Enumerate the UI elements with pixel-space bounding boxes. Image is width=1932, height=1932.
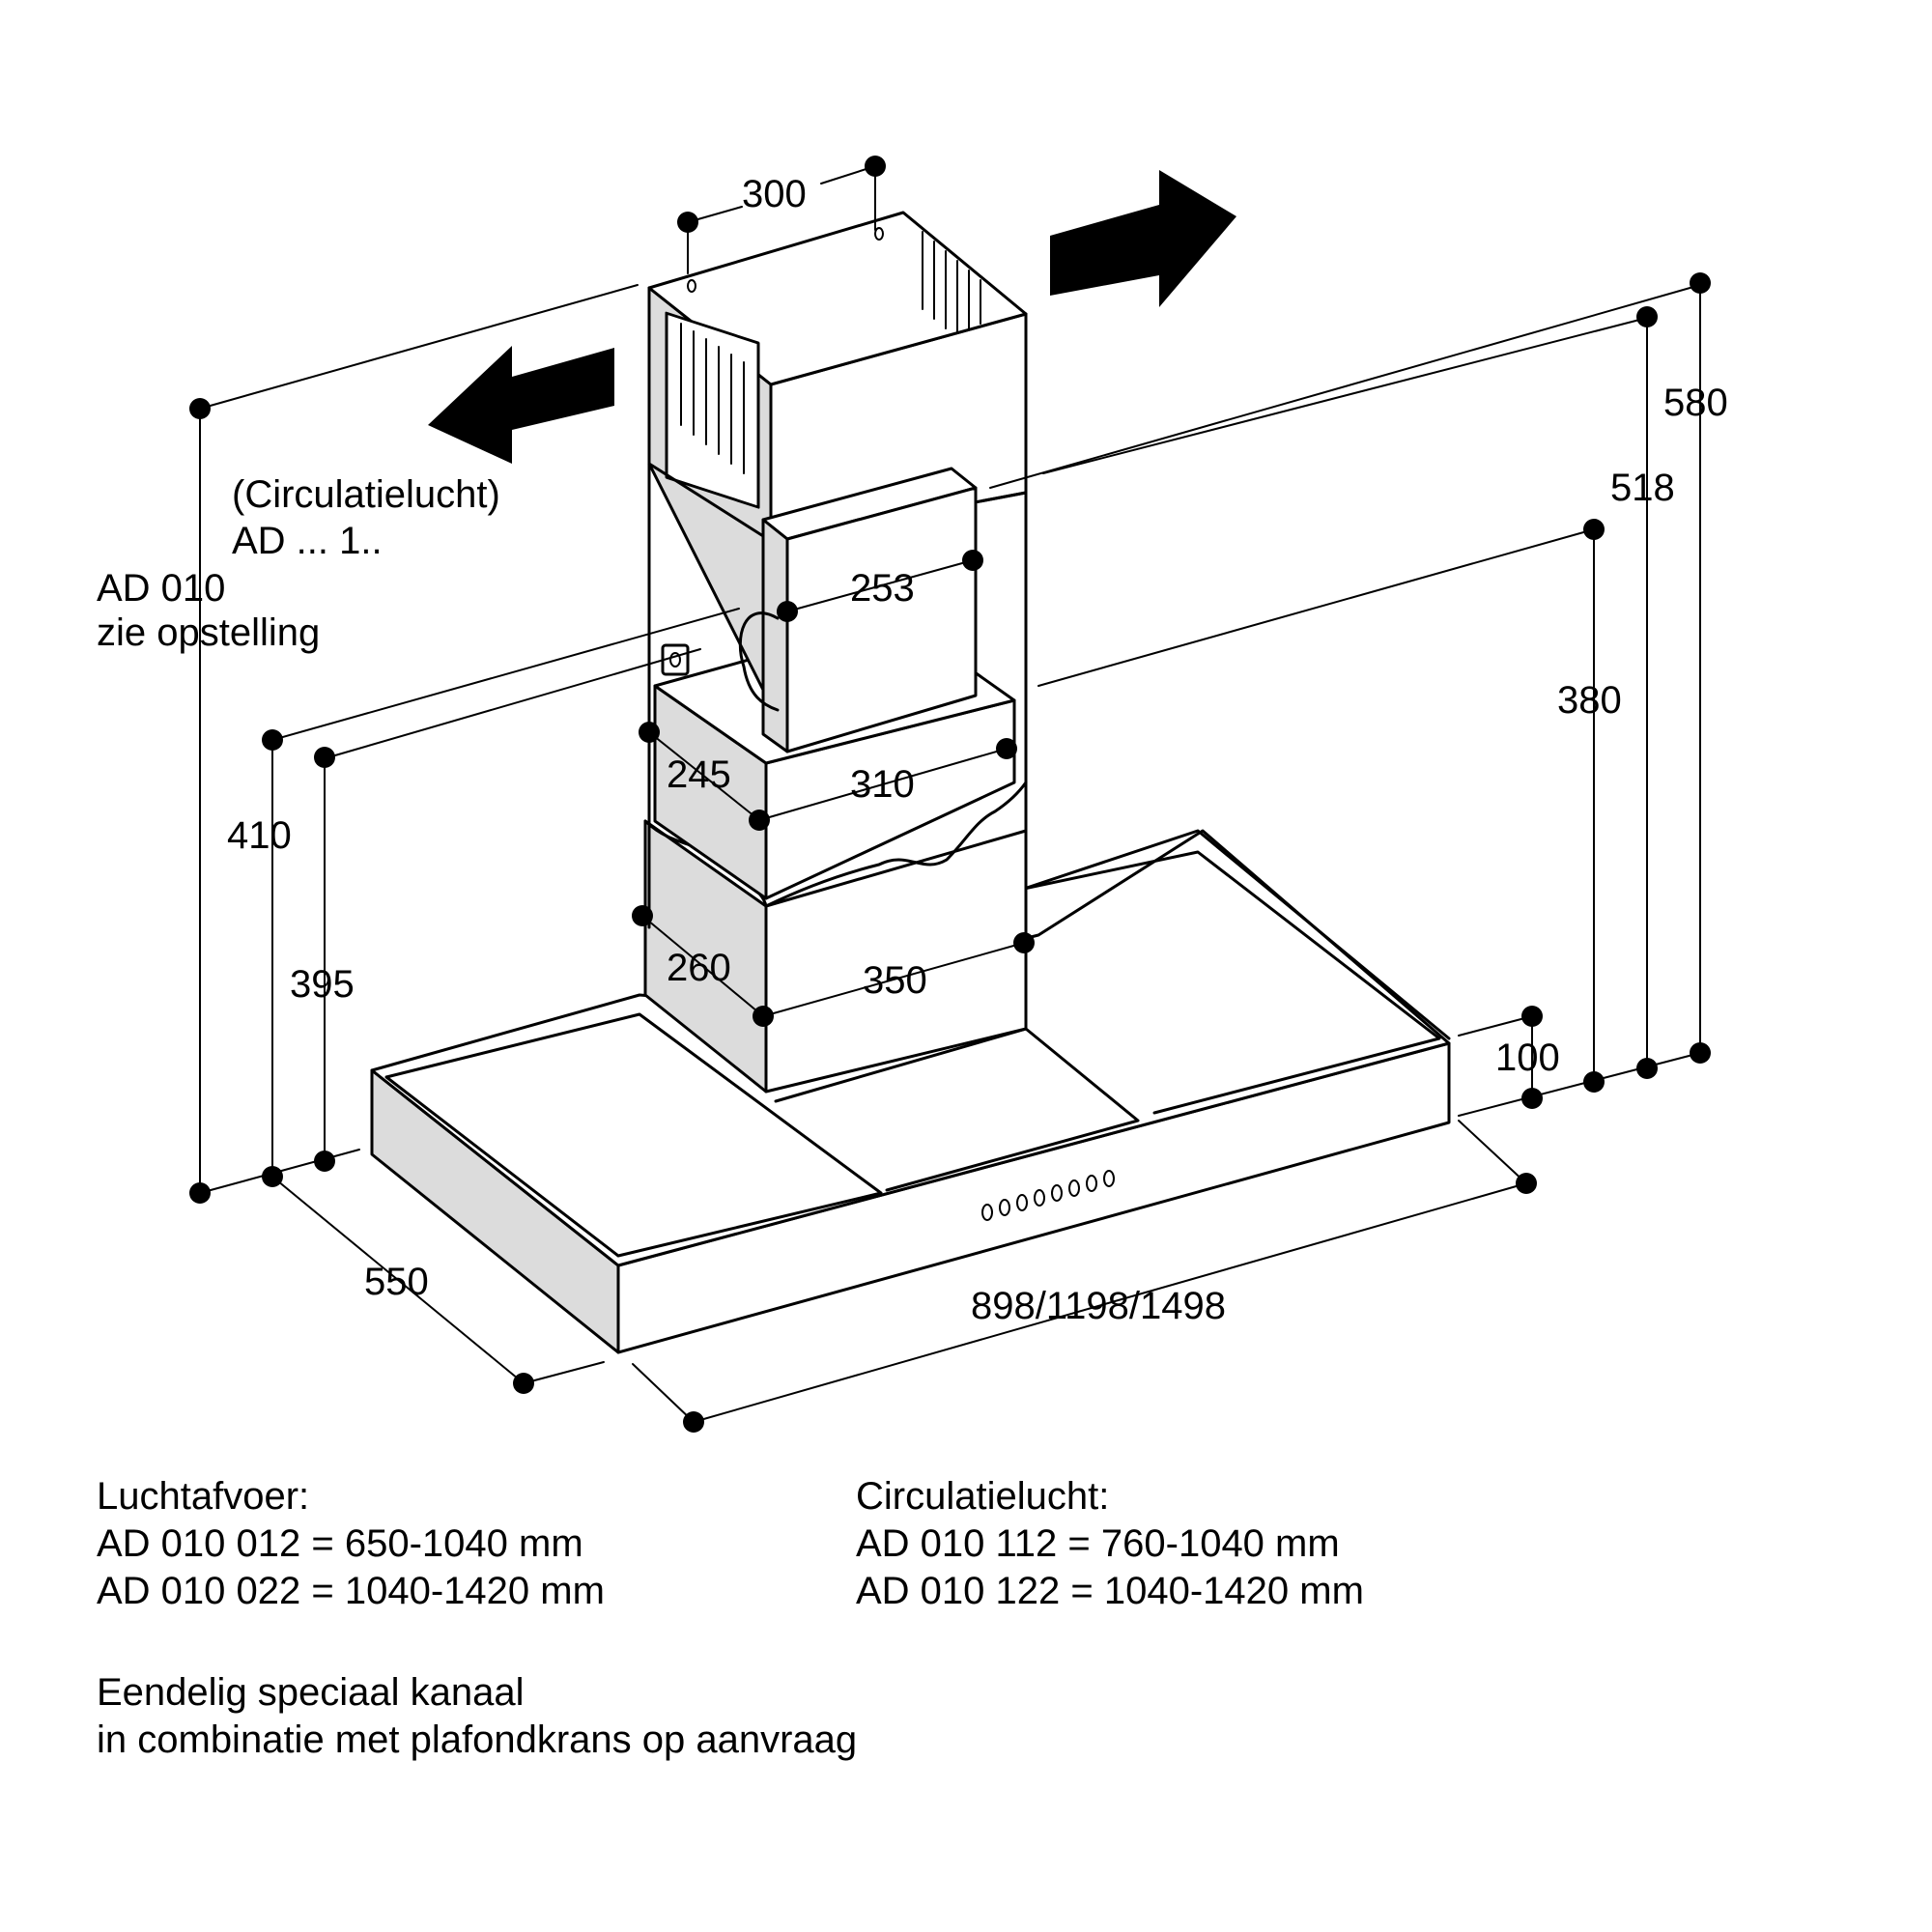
exhaust-line-1: AD 010 012 = 650-1040 mm (97, 1522, 583, 1565)
exhaust-line-2: AD 010 022 = 1040-1420 mm (97, 1570, 605, 1612)
dimension-lines (189, 156, 1711, 1433)
special-line-2: in combinatie met plafondkrans op aanvra… (97, 1719, 858, 1761)
airflow-arrows (428, 170, 1236, 464)
dim-100: 100 (1495, 1037, 1560, 1079)
label-ad-010: AD 010 (97, 567, 225, 610)
motor-box (661, 467, 978, 753)
right-vent-slats (922, 231, 981, 334)
recirculation-title: Circulatielucht: (856, 1475, 1110, 1518)
dim-253: 253 (850, 567, 915, 610)
special-duct-notes: Eendelig speciaal kanaal in combinatie m… (97, 1669, 857, 1764)
dim-395: 395 (290, 963, 355, 1006)
dim-245: 245 (667, 753, 731, 796)
left-vent-slats (665, 311, 760, 509)
label-zie-opstelling: zie opstelling (97, 611, 320, 654)
lower-chimney (643, 781, 1028, 1094)
dim-260: 260 (667, 947, 731, 989)
dim-300: 300 (742, 173, 807, 215)
label-circulatielucht: (Circulatielucht) (232, 473, 500, 516)
exhaust-notes: Luchtafvoer: AD 010 012 = 650-1040 mm AD… (97, 1473, 605, 1615)
special-line-1: Eendelig speciaal kanaal (97, 1671, 525, 1714)
dim-550: 550 (364, 1261, 429, 1303)
recirculation-line-2: AD 010 122 = 1040-1420 mm (856, 1570, 1364, 1612)
recirculation-line-1: AD 010 112 = 760-1040 mm (856, 1522, 1340, 1565)
dim-380: 380 (1557, 679, 1622, 722)
dim-width: 898/1198/1498 (971, 1285, 1226, 1327)
label-ad-1: AD ... 1.. (232, 520, 383, 562)
dim-518: 518 (1610, 467, 1675, 509)
dim-350: 350 (863, 959, 927, 1002)
dim-410: 410 (227, 814, 292, 857)
callout-labels: (Circulatielucht) AD ... 1.. AD 010 zie … (97, 473, 500, 654)
recirculation-notes: Circulatielucht: AD 010 112 = 760-1040 m… (856, 1473, 1364, 1615)
dim-580: 580 (1663, 382, 1728, 424)
arrow-right-icon (1050, 170, 1236, 307)
dim-310: 310 (850, 763, 915, 806)
control-buttons (981, 1170, 1115, 1221)
arrow-left-icon (428, 346, 614, 464)
exhaust-title: Luchtafvoer: (97, 1475, 310, 1518)
dimension-labels: 300 253 245 310 260 350 410 395 550 898/… (227, 173, 1728, 1327)
